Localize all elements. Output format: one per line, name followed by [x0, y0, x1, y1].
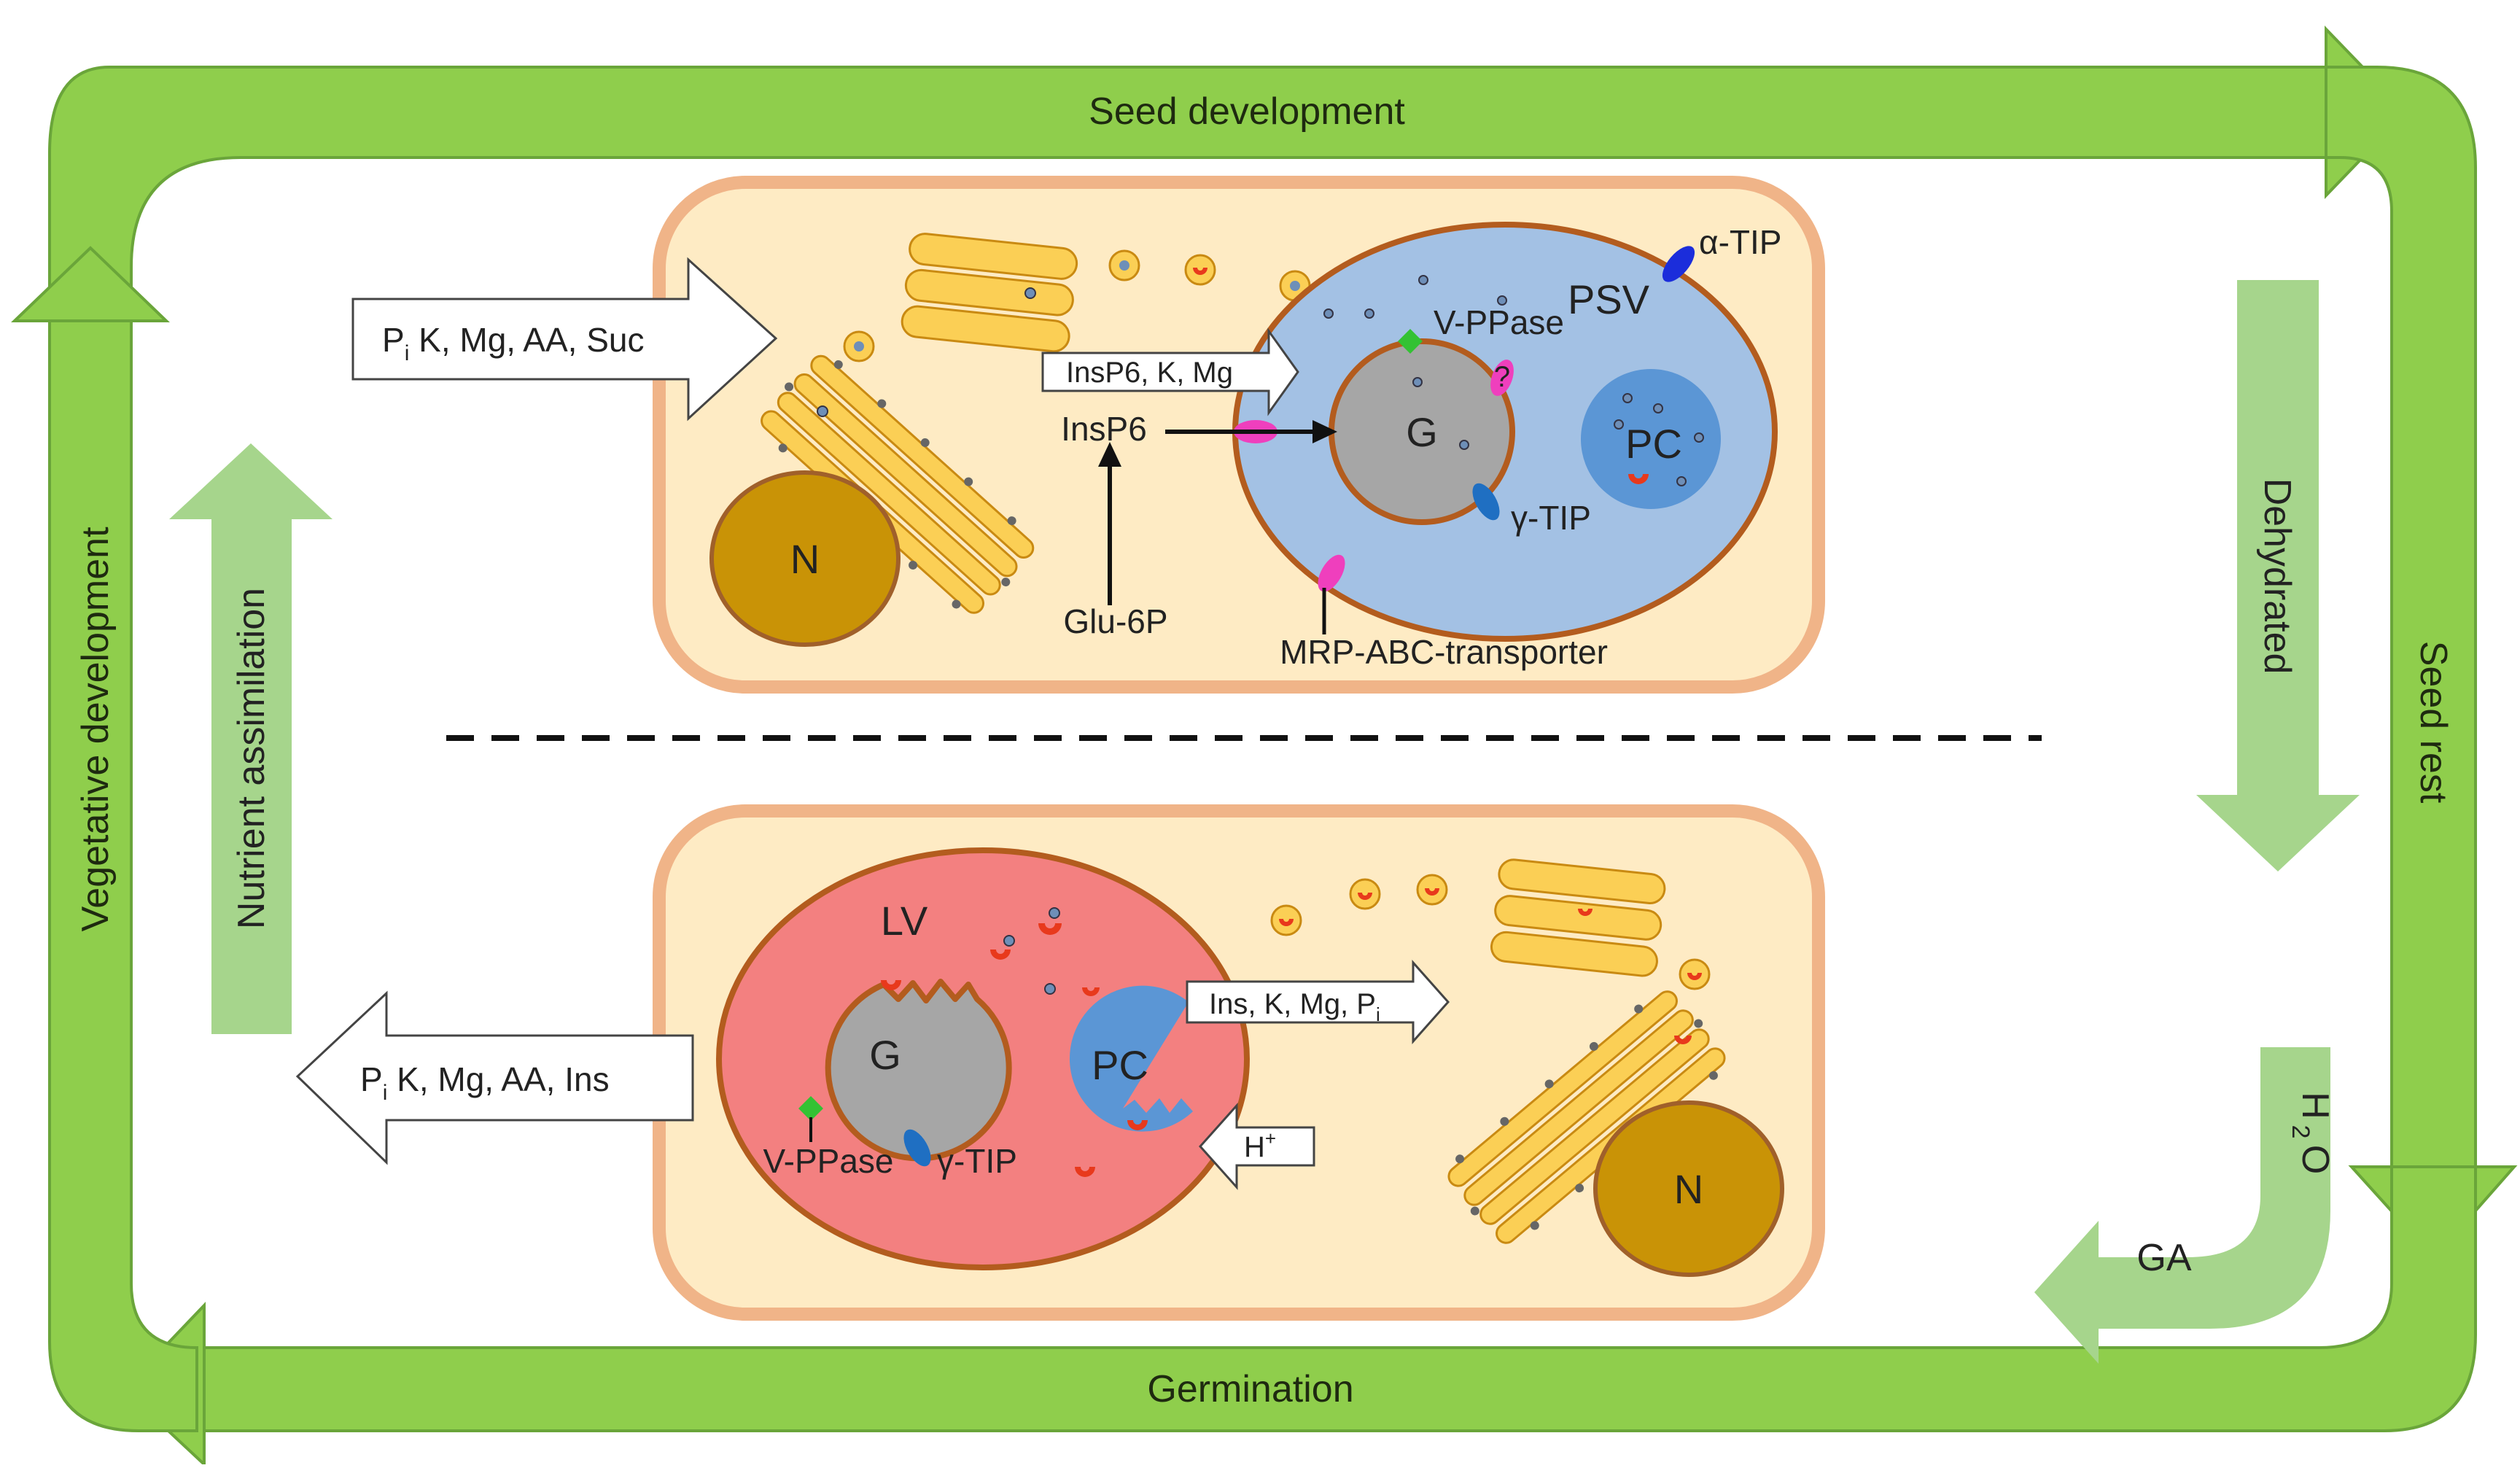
top-protein-crystal	[1581, 369, 1721, 509]
bottom-globoid	[825, 979, 1012, 1162]
input-label: Pi K, Mg, AA, Suc	[382, 321, 645, 365]
cycle-left-arrow-head	[11, 246, 170, 322]
top-gamma-tip-label: γ-TIP	[1511, 499, 1591, 537]
bottom-v-ppase	[798, 1096, 823, 1142]
nutrient-export-arrow: Pi K, Mg, AA, Ins	[295, 990, 694, 1165]
unknown-transporter	[1490, 360, 1514, 396]
alpha-tip-label: α-TIP	[1699, 223, 1781, 261]
bottom-pc-label: PC	[1092, 1042, 1148, 1088]
mrp-label: MRP-ABC-transporter	[1280, 633, 1608, 671]
cycle-right-band	[2325, 66, 2477, 1176]
ga-h2o-arrow: GA H 2 O	[2034, 1047, 2336, 1364]
nutrient-assimilation-label: Nutrient assimilation	[230, 588, 273, 929]
bottom-gamma-tip-label: γ-TIP	[937, 1142, 1017, 1180]
vacuole-import-arrow: InsP6, K, Mg	[1041, 327, 1299, 416]
nutrient-input-arrow: Pi K, Mg, AA, Suc	[351, 257, 778, 422]
vesicles	[843, 249, 1311, 362]
proton-arrow: H+	[1198, 1103, 1315, 1190]
cycle-top-band	[48, 66, 2328, 293]
bottom-vesicles	[1270, 874, 1711, 990]
top-v-ppase-label: V-PPase	[1434, 303, 1564, 341]
svg-text:2: 2	[2287, 1125, 2314, 1139]
bottom-nucleus-label: N	[1674, 1166, 1703, 1212]
svg-text:O: O	[2294, 1145, 2336, 1174]
dehydrated-arrow: Dehydrated	[2196, 280, 2360, 871]
top-pc-label: PC	[1625, 421, 1682, 467]
bottom-globoid-label: G	[869, 1032, 901, 1078]
psv-label: PSV	[1568, 276, 1650, 322]
cycle-label-seed-development: Seed development	[1089, 90, 1405, 133]
dehydrated-label: Dehydrated	[2256, 478, 2298, 675]
life-cycle-loop: Seed development Germination Seed rest V…	[11, 26, 2518, 1468]
vacuole-import-label: InsP6, K, Mg	[1066, 357, 1233, 389]
mrp-transporter-bottom	[1318, 554, 1345, 634]
vacuole-export-arrow: Ins, K, Mg, Pi	[1186, 960, 1450, 1044]
top-globoid-label: G	[1406, 409, 1438, 455]
cycle-left-band	[48, 319, 198, 1432]
insp6-label: InsP6	[1061, 410, 1147, 448]
bottom-v-ppase-label: V-PPase	[763, 1142, 894, 1180]
top-nucleus	[709, 470, 901, 647]
bottom-protein-crystal	[1069, 985, 1193, 1132]
top-v-ppase	[1398, 329, 1423, 354]
unknown-label: ?	[1494, 361, 1510, 393]
bottom-nucleus	[1593, 1100, 1784, 1277]
h-plus-label: H+	[1244, 1127, 1276, 1163]
vacuole-export-label: Ins, K, Mg, Pi	[1209, 988, 1380, 1025]
bottom-golgi-stack	[1490, 858, 1666, 977]
golgi-stack	[901, 233, 1078, 353]
cycle-label-vegetative-development: Vegetative development	[74, 527, 117, 932]
lv-label: LV	[881, 898, 928, 944]
developing-seed-cell: Pi K, Mg, AA, Suc N	[351, 176, 1825, 694]
svg-text:H: H	[2294, 1092, 2336, 1119]
psv-particles	[1323, 275, 1704, 486]
cycle-label-seed-rest: Seed rest	[2412, 641, 2454, 804]
glu6p-label: Glu-6P	[1063, 602, 1167, 640]
export-label: Pi K, Mg, AA, Ins	[360, 1060, 610, 1105]
cycle-label-germination: Germination	[1147, 1368, 1353, 1410]
bottom-gamma-tip	[903, 1129, 931, 1167]
lv-particles	[881, 923, 1148, 1177]
germinating-seed-cell: LV G PC V-PPase γ-TIP	[295, 804, 1825, 1321]
alpha-tip	[1662, 246, 1695, 282]
top-gamma-tip	[1472, 483, 1500, 521]
top-nucleus-label: N	[790, 536, 820, 582]
h2o-label: H 2 O	[2287, 1092, 2336, 1174]
ga-label: GA	[2136, 1237, 2191, 1279]
nutrient-assimilation-arrow: Nutrient assimilation	[169, 443, 332, 1034]
